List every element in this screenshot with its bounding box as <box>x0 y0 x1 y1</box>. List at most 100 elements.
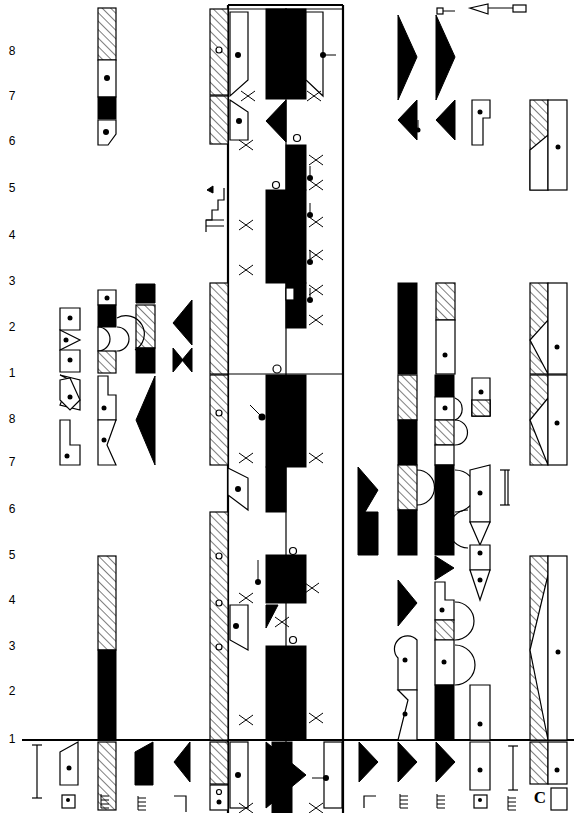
notation-bar <box>530 375 548 465</box>
dot-mark <box>290 548 297 555</box>
sign-symbol <box>309 285 323 295</box>
notation-bar <box>210 375 228 465</box>
measure-number: 2 <box>8 685 17 698</box>
dot-mark <box>556 650 561 655</box>
sign-symbol <box>307 166 313 181</box>
measure-number: 4 <box>8 594 17 607</box>
direction-symbol <box>266 605 278 628</box>
notation-bar <box>324 742 342 808</box>
sign-symbol <box>309 180 323 190</box>
bow-mark <box>455 420 467 445</box>
direction-symbol <box>398 742 417 782</box>
notation-bar <box>210 283 228 374</box>
sign-symbol <box>307 203 313 218</box>
dot-mark <box>233 623 239 629</box>
direction-symbol <box>530 398 548 465</box>
sign-symbol <box>241 91 255 101</box>
notation-bar <box>398 375 417 420</box>
dot-mark <box>273 182 280 189</box>
staff-line <box>507 470 508 505</box>
direction-symbol <box>398 100 417 140</box>
staff-line <box>228 373 343 374</box>
dot-mark <box>556 145 561 150</box>
notation-bar <box>474 795 487 808</box>
notation-bar <box>210 512 228 740</box>
clef-letter: C <box>533 789 547 808</box>
dot-mark <box>217 790 222 795</box>
sign-symbol <box>309 713 323 723</box>
staff-line <box>32 797 42 798</box>
notation-bar <box>62 795 75 808</box>
bow-mark <box>455 645 475 685</box>
dot-mark <box>273 365 281 373</box>
direction-symbol <box>470 545 490 570</box>
staff-line <box>504 470 505 505</box>
notation-bar <box>435 620 454 640</box>
dot-mark <box>416 128 421 133</box>
notation-bar <box>98 742 116 810</box>
bow-mark <box>98 327 110 351</box>
staff-line <box>36 745 37 798</box>
dot-mark <box>68 358 73 363</box>
measure-number: 5 <box>8 182 17 195</box>
dot-mark <box>68 316 73 321</box>
direction-symbol <box>470 465 490 522</box>
polyline-element <box>174 796 186 812</box>
dot-mark <box>478 798 482 802</box>
staff-line <box>342 5 344 813</box>
dot-mark <box>216 553 222 559</box>
dot-mark <box>217 800 222 805</box>
bow-mark <box>417 470 435 505</box>
notation-bar <box>98 650 116 740</box>
measure-number: 6 <box>8 503 17 516</box>
bow-mark <box>117 327 129 351</box>
sign-symbol <box>437 794 445 808</box>
direction-symbol <box>230 12 248 96</box>
sign-symbol <box>309 155 323 165</box>
staff-line <box>512 746 513 790</box>
notation-bar <box>530 100 548 190</box>
notation-bar <box>530 742 548 784</box>
notation-bar <box>286 145 306 190</box>
direction-symbol <box>530 135 548 190</box>
dot-mark <box>105 296 110 301</box>
notation-bar <box>398 420 417 465</box>
sign-symbol <box>307 91 321 101</box>
direction-symbol <box>435 397 454 420</box>
direction-symbol <box>207 186 213 193</box>
staff-line <box>258 560 259 580</box>
dot-mark <box>443 406 448 411</box>
dot-mark <box>440 608 445 613</box>
dot-mark <box>235 772 241 778</box>
dot-mark <box>555 768 560 773</box>
dot-mark <box>403 712 408 717</box>
direction-symbol <box>398 580 417 626</box>
notation-bar <box>98 351 116 373</box>
direction-symbol <box>472 378 490 416</box>
direction-symbol <box>98 120 116 145</box>
bow-mark <box>394 636 417 690</box>
sign-symbol <box>101 794 109 808</box>
dot-mark <box>102 438 107 443</box>
direction-symbol <box>266 100 286 142</box>
measure-number: 4 <box>8 229 17 242</box>
measure-number: 8 <box>8 45 17 58</box>
polyline-element <box>364 796 376 808</box>
dot-mark <box>66 798 70 802</box>
measure-number: 7 <box>8 90 17 103</box>
sign-symbol <box>309 250 323 260</box>
sign-symbol <box>309 315 323 325</box>
sign-symbol <box>309 803 323 813</box>
notation-bar <box>437 8 443 14</box>
notation-bar <box>230 742 248 808</box>
notation-bar <box>513 5 526 12</box>
direction-symbol <box>435 640 454 685</box>
direction-symbol <box>398 15 417 100</box>
dot-mark <box>259 414 266 421</box>
bow-mark <box>117 316 144 350</box>
direction-symbol <box>470 685 490 740</box>
direction-symbol <box>530 320 548 374</box>
notation-bar <box>210 9 228 95</box>
notation-bar <box>436 283 455 320</box>
notation-bar <box>548 742 567 784</box>
